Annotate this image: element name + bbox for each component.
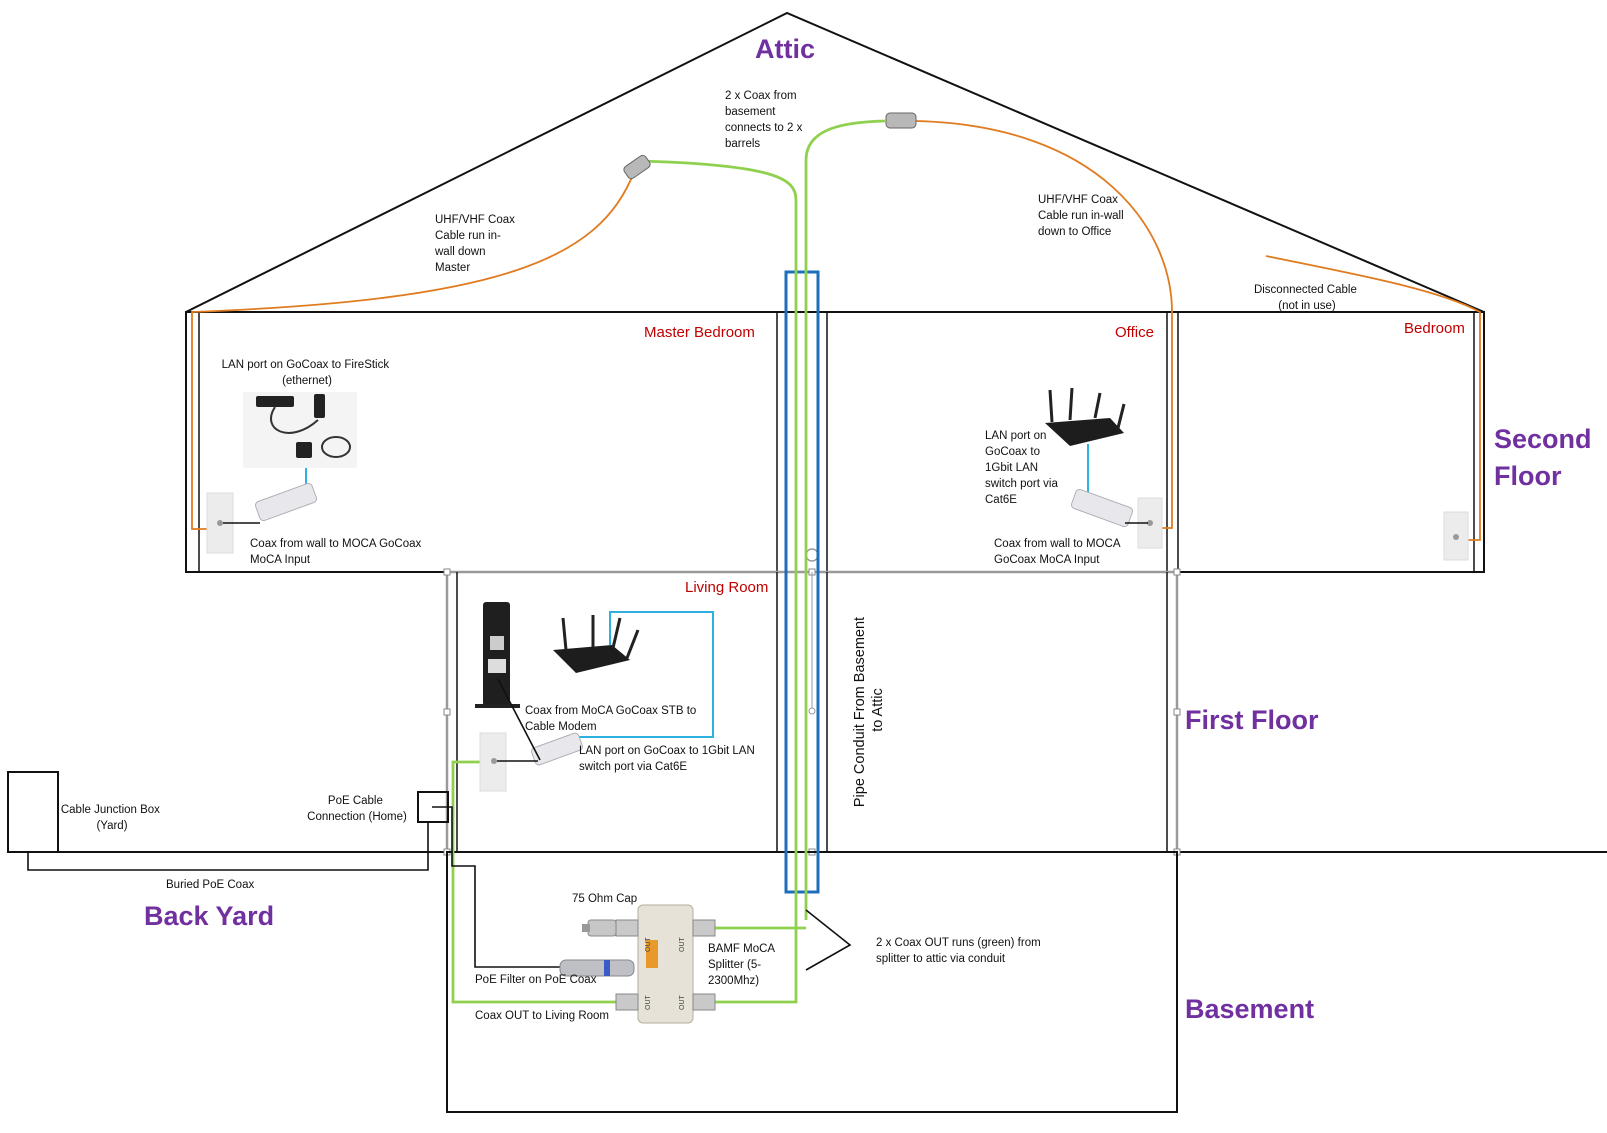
active-coax-runs — [451, 119, 886, 1004]
zone-label-second-floor: Floor — [1494, 461, 1562, 491]
splitter-port-label: OUT — [645, 995, 652, 1011]
splitter-port-label: OUT — [679, 995, 686, 1011]
zone-label-attic: Attic — [755, 34, 815, 64]
wall-plate-living-room — [479, 732, 507, 792]
room-label-bedroom: Bedroom — [1404, 320, 1465, 337]
router-living-room — [553, 615, 640, 673]
zone-label-second-floor: Second — [1494, 424, 1592, 454]
gocoax-adapter-living-room — [531, 732, 583, 766]
poe-filter — [559, 959, 635, 977]
firestick-image — [243, 392, 357, 468]
barrel-connector-1 — [623, 154, 651, 180]
room-label-office: Office — [1115, 324, 1154, 341]
note-pipe-conduit: Pipe Conduit From Basement to Attic — [852, 613, 886, 807]
gocoax-adapter-master — [255, 482, 317, 522]
note-uhf-master: UHF/VHF Coax Cable run in- wall down Mas… — [434, 214, 518, 274]
basement-walls — [446, 851, 1178, 1113]
callout-bracket — [805, 909, 852, 971]
gocoax-adapter-office — [1071, 488, 1133, 528]
note-disconnected-cable: Disconnected Cable (not in use) — [1254, 284, 1360, 312]
cable-junction-box — [7, 771, 59, 853]
note-office-moca: Coax from wall to MOCA GoCoax MoCA Input — [994, 538, 1123, 566]
roof-outline — [185, 11, 1485, 313]
barrel-connector-2 — [885, 112, 917, 129]
note-living-lan: LAN port on GoCoax to 1Gbit LAN switch p… — [579, 745, 758, 773]
note-poe-filter: PoE Filter on PoE Coax — [475, 974, 597, 986]
zone-label-back-yard: Back Yard — [144, 901, 274, 931]
pipe-conduit — [784, 270, 820, 894]
note-buried-poe: Buried PoE Coax — [166, 879, 254, 891]
note-junction-box: Cable Junction Box (Yard) — [61, 804, 163, 832]
lan-cable-living-room — [568, 611, 714, 738]
note-coax-out-runs: 2 x Coax OUT runs (green) from splitter … — [876, 937, 1044, 965]
note-uhf-office: UHF/VHF Coax Cable run in-wall down to O… — [1038, 194, 1127, 238]
note-firestick: LAN port on GoCoax to FireStick (etherne… — [222, 359, 393, 387]
cable-modem — [475, 602, 520, 708]
room-label-living-room: Living Room — [685, 579, 768, 596]
zone-label-basement: Basement — [1185, 994, 1314, 1024]
splitter-port-label: OUT — [679, 937, 686, 953]
zone-label-first-floor: First Floor — [1185, 705, 1319, 735]
uhf-vhf-coax-runs — [191, 120, 1481, 541]
note-master-moca: Coax from wall to MOCA GoCoax MoCA Input — [250, 538, 424, 566]
note-office-lan: LAN port on GoCoax to 1Gbit LAN switch p… — [985, 430, 1061, 506]
note-attic-coax: 2 x Coax from basement connects to 2 x b… — [725, 90, 806, 150]
note-poe-connection: PoE Cable Connection (Home) — [307, 795, 407, 823]
coax-stb-to-modem — [497, 678, 541, 761]
second-floor-walls — [185, 311, 1485, 573]
router-office — [1045, 387, 1126, 446]
room-label-master-bedroom: Master Bedroom — [644, 324, 755, 341]
note-splitter: BAMF MoCA Splitter (5- 2300Mhz) — [708, 943, 778, 987]
rotate-handle-icon — [805, 548, 819, 562]
note-coax-out-living: Coax OUT to Living Room — [475, 1010, 609, 1022]
wall-plate-bedroom — [1443, 511, 1469, 561]
note-75-ohm-cap: 75 Ohm Cap — [572, 893, 637, 905]
wall-plate-office — [1137, 497, 1163, 549]
terminator-cap — [582, 919, 617, 937]
poe-coax-indoor — [432, 806, 560, 968]
bamf-splitter: OUT OUT OUT OUT — [615, 904, 716, 1024]
note-living-stb: Coax from MoCA GoCoax STB to Cable Modem — [525, 705, 700, 733]
splitter-port-label: OUT — [645, 937, 652, 953]
buried-poe-coax — [27, 822, 429, 871]
